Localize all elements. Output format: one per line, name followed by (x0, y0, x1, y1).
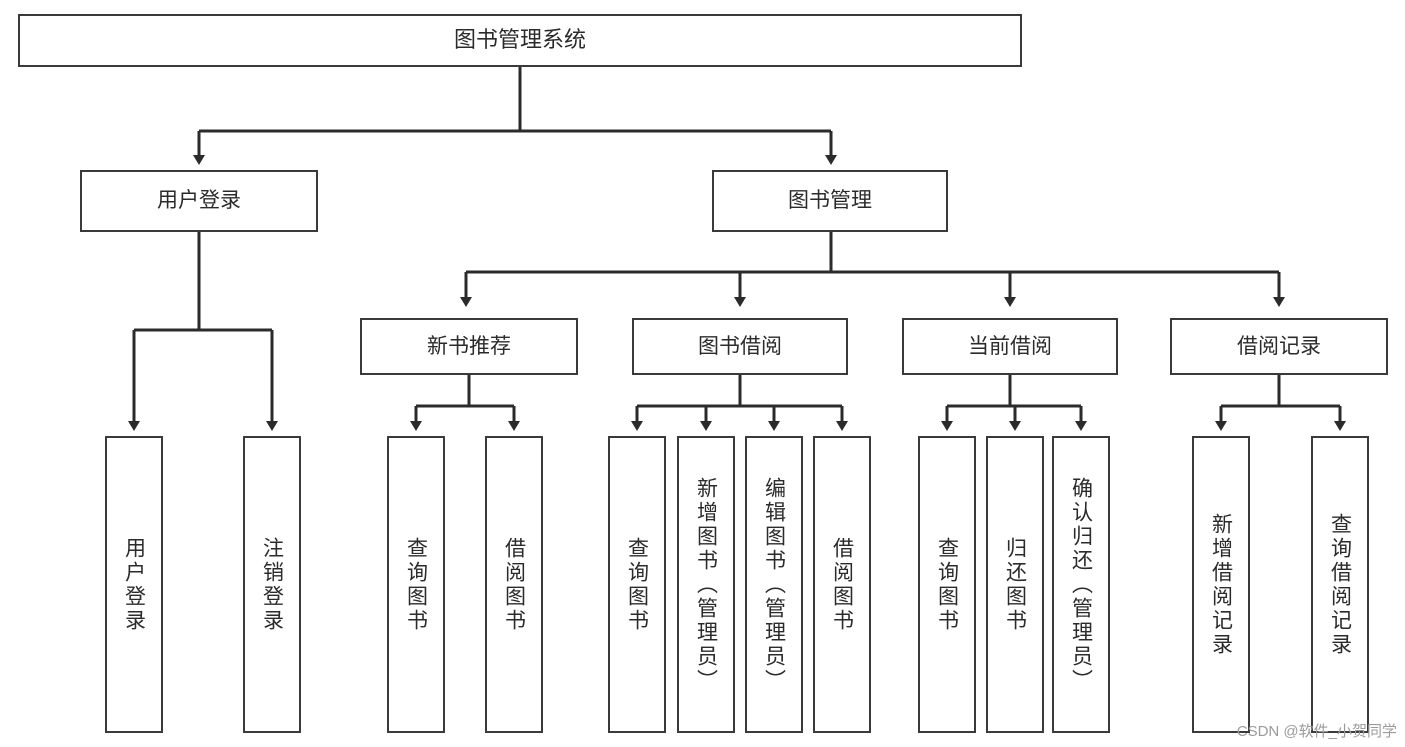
node-current-borrow[interactable]: 当前借阅 (902, 318, 1118, 375)
node-current-borrow-label: 当前借阅 (968, 334, 1052, 358)
node-leaf-user-login-label: 用户登录 (122, 536, 146, 633)
node-leaf-add-record[interactable]: 新增借阅记录 (1192, 436, 1250, 733)
node-leaf-user-login[interactable]: 用户登录 (105, 436, 163, 733)
node-root[interactable]: 图书管理系统 (18, 14, 1022, 67)
node-leaf-edit-book[interactable]: 编辑图书（管理员） (745, 436, 803, 733)
node-leaf-query-book-3-label: 查询图书 (935, 536, 959, 633)
node-borrow-record[interactable]: 借阅记录 (1170, 318, 1388, 375)
node-new-book-recommend[interactable]: 新书推荐 (360, 318, 578, 375)
node-leaf-add-book-label: 新增图书（管理员） (694, 476, 718, 693)
node-leaf-query-book-2-label: 查询图书 (625, 536, 649, 633)
node-user-login-label: 用户登录 (157, 189, 241, 213)
node-book-management[interactable]: 图书管理 (712, 170, 948, 232)
node-leaf-query-book-1[interactable]: 查询图书 (387, 436, 445, 733)
node-new-book-recommend-label: 新书推荐 (427, 334, 511, 358)
node-leaf-query-book-1-label: 查询图书 (404, 536, 428, 633)
node-leaf-query-book-3[interactable]: 查询图书 (918, 436, 976, 733)
node-book-borrow-label: 图书借阅 (698, 334, 782, 358)
node-borrow-record-label: 借阅记录 (1237, 334, 1321, 358)
node-leaf-add-book[interactable]: 新增图书（管理员） (677, 436, 735, 733)
node-leaf-borrow-book-2[interactable]: 借阅图书 (813, 436, 871, 733)
node-leaf-query-record[interactable]: 查询借阅记录 (1311, 436, 1369, 733)
node-leaf-logout-login-label: 注销登录 (260, 536, 284, 633)
node-leaf-borrow-book-1-label: 借阅图书 (502, 536, 526, 633)
node-leaf-return-book-label: 归还图书 (1003, 536, 1027, 633)
node-leaf-add-record-label: 新增借阅记录 (1209, 512, 1233, 657)
node-root-label: 图书管理系统 (453, 27, 586, 53)
node-book-borrow[interactable]: 图书借阅 (632, 318, 848, 375)
node-leaf-query-record-label: 查询借阅记录 (1328, 512, 1352, 657)
node-leaf-query-book-2[interactable]: 查询图书 (608, 436, 666, 733)
node-leaf-borrow-book-2-label: 借阅图书 (830, 536, 854, 633)
node-book-management-label: 图书管理 (788, 189, 872, 213)
node-leaf-confirm-return-label: 确认归还（管理员） (1069, 476, 1093, 693)
node-leaf-borrow-book-1[interactable]: 借阅图书 (485, 436, 543, 733)
node-leaf-logout-login[interactable]: 注销登录 (243, 436, 301, 733)
node-leaf-edit-book-label: 编辑图书（管理员） (762, 476, 786, 693)
node-leaf-confirm-return[interactable]: 确认归还（管理员） (1052, 436, 1110, 733)
node-leaf-return-book[interactable]: 归还图书 (986, 436, 1044, 733)
node-user-login[interactable]: 用户登录 (80, 170, 318, 232)
